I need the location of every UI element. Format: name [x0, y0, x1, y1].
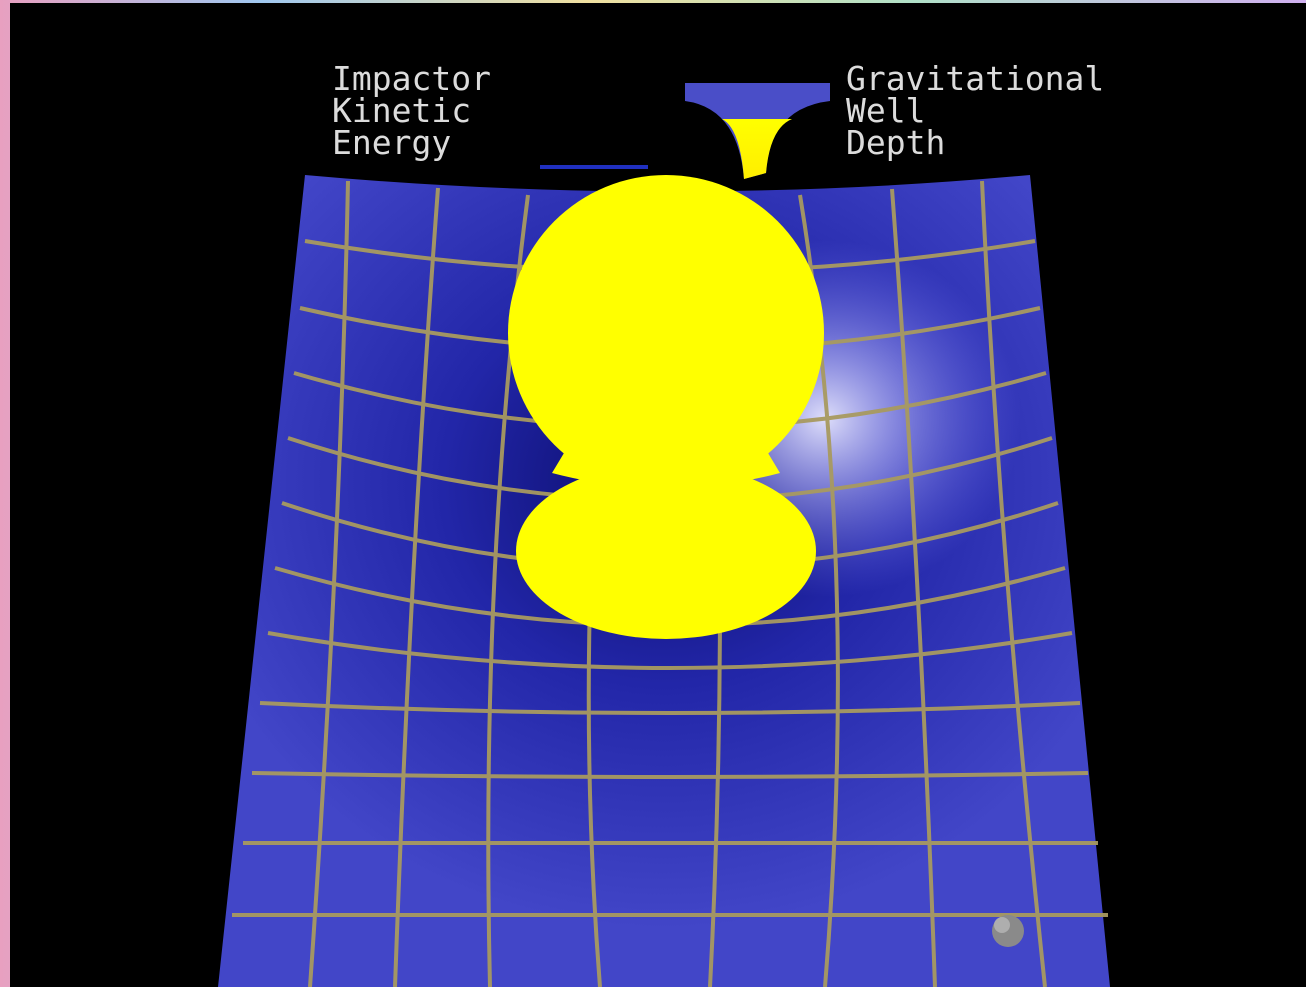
kinetic-energy-bar [540, 165, 648, 169]
upper-body [508, 175, 824, 491]
impactor-shading [994, 917, 1010, 933]
ke-line-3: Energy [332, 127, 491, 159]
gw-line-3: Depth [846, 127, 1104, 159]
well-depth-gauge [685, 83, 830, 179]
gravity-well-scene [10, 3, 1306, 987]
